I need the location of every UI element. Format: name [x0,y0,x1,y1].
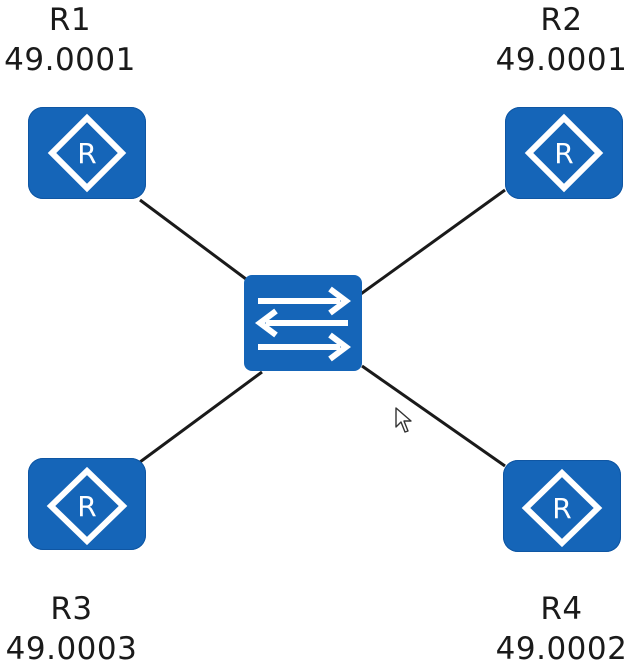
router-r3[interactable]: R [28,458,146,550]
router-r2[interactable]: R [505,107,623,199]
router-area: 49.0001 [4,42,136,78]
link-r3-switch [139,370,263,464]
router-label-r1: R1 49.0001 [0,0,140,80]
mouse-cursor-icon [395,407,412,433]
router-r1[interactable]: R [28,107,146,199]
router-name: R2 [540,2,583,38]
router-name: R4 [540,591,583,627]
router-glyph: R [554,137,573,170]
router-area: 49.0003 [5,631,138,667]
router-icon: R [46,466,128,546]
link-r4-switch [361,364,506,468]
switch[interactable] [244,275,362,371]
router-label-r3: R3 49.0003 [0,589,143,669]
router-glyph: R [77,137,96,170]
router-icon: R [524,113,604,193]
router-area: 49.0001 [495,42,628,78]
switch-icon [255,286,351,362]
router-name: R1 [48,2,92,38]
router-r4[interactable]: R [503,460,621,552]
router-glyph: R [77,490,96,523]
router-label-r4: R4 49.0002 [490,589,633,669]
router-area: 49.0002 [495,631,628,667]
router-glyph: R [552,492,571,525]
router-label-r2: R2 49.0001 [490,0,633,80]
link-r1-switch [139,198,251,284]
link-r2-switch [357,188,506,298]
router-name: R3 [50,591,93,627]
router-icon: R [47,113,127,193]
router-icon: R [521,468,603,548]
